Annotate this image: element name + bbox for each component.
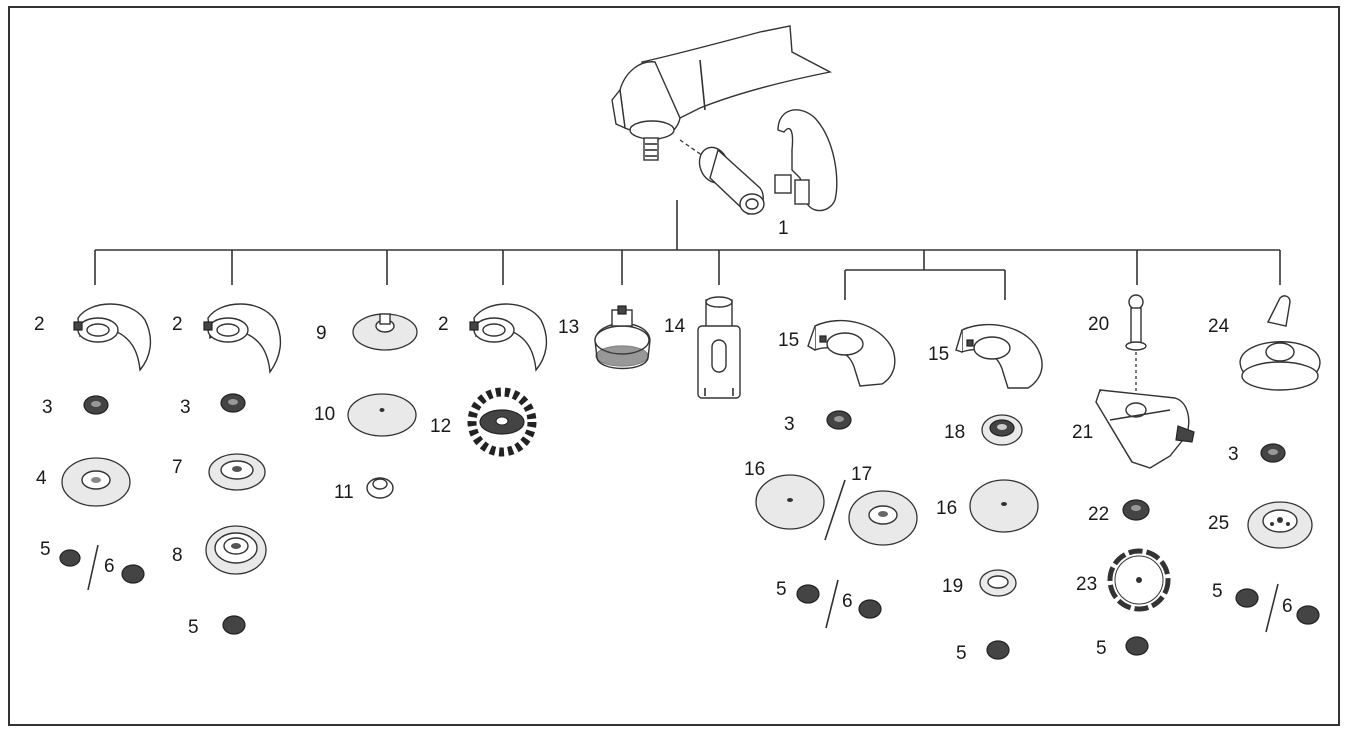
label-17: 17	[851, 464, 872, 485]
label-8: 8	[172, 545, 183, 566]
label-6-col10: 6	[1282, 596, 1293, 617]
flange-18	[981, 414, 1023, 446]
label-7: 7	[172, 457, 183, 478]
washer-19	[979, 569, 1017, 597]
label-5-col2: 5	[188, 617, 199, 638]
flange-4	[61, 457, 131, 507]
nut-5-6-col7	[796, 579, 882, 629]
dust-hood-24	[1239, 295, 1321, 391]
label-14: 14	[664, 316, 686, 337]
flange-7	[208, 453, 266, 491]
label-18: 18	[944, 422, 965, 443]
label-21: 21	[1072, 422, 1093, 443]
guard-column-4	[469, 303, 548, 372]
bolt-20	[1125, 294, 1147, 392]
label-3-col1: 3	[42, 397, 53, 418]
nut-3-col2	[220, 393, 246, 413]
angle-grinder-tool	[611, 25, 833, 161]
flange-25	[1247, 501, 1313, 549]
guard-column-2	[203, 303, 282, 374]
label-22: 22	[1088, 504, 1109, 525]
label-20: 20	[1088, 314, 1109, 335]
frame-border	[8, 6, 1340, 726]
nut-5-6-col1	[59, 544, 145, 591]
label-3-col2: 3	[180, 397, 191, 418]
nut-5-6-col10	[1235, 583, 1320, 633]
side-handle	[679, 139, 765, 215]
disc-16-left	[755, 474, 846, 541]
nut-3-col7	[826, 410, 852, 430]
label-4: 4	[36, 468, 47, 489]
label-2-col4: 2	[438, 314, 449, 335]
label-6-col7: 6	[842, 591, 853, 612]
connector-lines	[94, 200, 1281, 300]
cutting-guard-21	[1095, 389, 1195, 469]
label-24: 24	[1208, 316, 1230, 337]
diamond-disc-17	[848, 490, 918, 546]
flange-9	[352, 313, 418, 351]
label-1: 1	[778, 218, 789, 239]
label-15-left: 15	[778, 330, 799, 351]
label-6-col1: 6	[104, 556, 115, 577]
guard-15-left	[807, 319, 896, 387]
nut-11	[366, 477, 394, 499]
nut-22	[1122, 499, 1150, 521]
disc-16-right	[969, 479, 1039, 533]
label-25: 25	[1208, 513, 1229, 534]
label-3-col7: 3	[784, 414, 795, 435]
bow-handle	[774, 109, 838, 212]
label-19: 19	[942, 576, 963, 597]
flange-8	[205, 525, 267, 575]
label-12: 12	[430, 416, 451, 437]
guard-column-1	[73, 303, 152, 372]
label-16-left: 16	[744, 459, 765, 480]
label-2-col1: 2	[34, 314, 45, 335]
nut-3-col1	[83, 395, 109, 415]
core-bit-14	[697, 296, 741, 399]
label-5-col8: 5	[956, 643, 967, 664]
label-9: 9	[316, 323, 327, 344]
label-10: 10	[314, 404, 335, 425]
label-16-right: 16	[936, 498, 957, 519]
label-5-col10: 5	[1212, 581, 1223, 602]
label-3-col10: 3	[1228, 444, 1239, 465]
nut-5-col8	[986, 640, 1010, 660]
label-11: 11	[334, 482, 354, 503]
label-23: 23	[1076, 574, 1097, 595]
label-5-col1: 5	[40, 539, 51, 560]
label-15-right: 15	[928, 344, 949, 365]
guard-15-right	[955, 323, 1043, 389]
nut-3-col10	[1260, 443, 1286, 463]
disc-10	[347, 393, 417, 437]
nut-5-col2	[222, 615, 246, 635]
cup-brush-13	[594, 305, 651, 370]
segment-disc-23	[1107, 548, 1171, 612]
label-5-col9: 5	[1096, 638, 1107, 659]
nut-5-col9	[1125, 636, 1149, 656]
wire-brush-12	[467, 387, 537, 457]
label-5-col7: 5	[776, 579, 787, 600]
label-2-col2: 2	[172, 314, 183, 335]
label-13: 13	[558, 317, 579, 338]
